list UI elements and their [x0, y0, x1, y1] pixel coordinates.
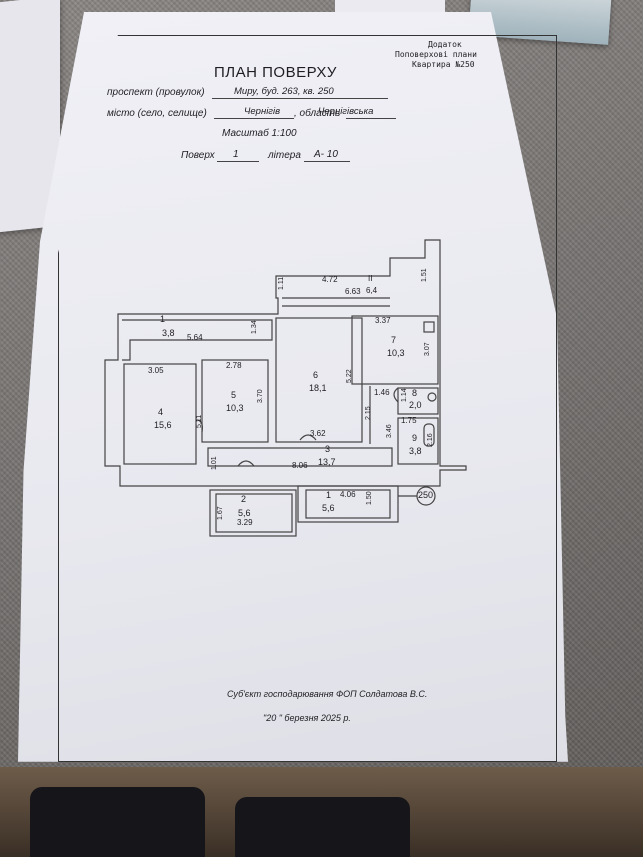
room-6-area: 18,1 [309, 383, 327, 393]
background-paper-top [335, 0, 445, 12]
room-8-area: 2,0 [409, 400, 422, 410]
room-ii-area: 6,4 [366, 286, 378, 295]
dim-4-06: 4.06 [340, 490, 356, 499]
dim-3-05: 3.05 [148, 366, 164, 375]
dark-fabric-2 [235, 797, 410, 857]
city-value: Чернігів [244, 106, 281, 117]
room-2-number: 2 [241, 494, 247, 504]
dim-1-51: 1.51 [421, 268, 428, 282]
city-label: місто (село, селище) [107, 108, 207, 119]
room-7-area: 10,3 [387, 348, 405, 358]
room-5-area: 10,3 [226, 403, 244, 413]
annex-line-2: Поповерхові плани [395, 50, 477, 59]
dim-5-22: 5.22 [346, 369, 353, 383]
room-ii-number: II [368, 274, 373, 283]
room-2-area: 5,6 [238, 508, 251, 518]
dim-1-34: 1.34 [251, 320, 258, 334]
room-9-area: 3,8 [409, 446, 422, 456]
annex-line-1: Додаток [428, 40, 462, 49]
floor-label: Поверх [181, 150, 215, 161]
scale-label: Масштаб 1:100 [222, 128, 297, 139]
city-underline [214, 118, 294, 119]
dark-fabric [30, 787, 205, 857]
dim-1-46: 1.46 [374, 388, 390, 397]
letter-underline [304, 161, 350, 162]
letter-label: літера [268, 150, 301, 161]
dim-3-37: 3.37 [375, 316, 391, 325]
dim-2-16: 2.16 [427, 433, 434, 447]
room-4-number: 4 [158, 407, 164, 417]
dim-3-46: 3.46 [386, 424, 393, 438]
dim-3-29: 3.29 [237, 518, 253, 527]
room-1-top-number: 1 [160, 314, 166, 324]
dim-1-01: 1.01 [211, 456, 218, 470]
dim-3-70: 3.70 [257, 389, 264, 403]
room-5-number: 5 [231, 390, 237, 400]
room-6-number: 6 [313, 370, 319, 380]
annex-line-3: Квартира №250 [412, 60, 475, 69]
room-7-number: 7 [391, 335, 397, 345]
floor-value: 1 [233, 149, 239, 160]
footer-subject: Суб'єкт господарювання ФОП Солдатова В.С… [227, 689, 428, 699]
dim-1-67: 1.67 [217, 506, 224, 520]
floor-plan-sheet [18, 12, 568, 762]
street-label: проспект (провулок) [107, 87, 205, 98]
dim-2-15: 2.15 [365, 406, 372, 420]
dim-8-06: 8.06 [292, 461, 308, 470]
street-underline [212, 98, 388, 99]
dim-1-75: 1.75 [401, 416, 417, 425]
letter-value: А- 10 [314, 149, 338, 160]
room-4-area: 15,6 [154, 420, 172, 430]
page-title: ПЛАН ПОВЕРХУ [214, 64, 337, 81]
dim-1-50: 1.50 [366, 491, 373, 505]
room-9-number: 9 [412, 433, 418, 443]
floor-underline [217, 161, 259, 162]
dim-4-72: 4.72 [322, 275, 338, 284]
dim-1-14: 1.14 [401, 388, 408, 402]
dim-2-78: 2.78 [226, 361, 242, 370]
oblast-value: Чернігівська [318, 106, 374, 117]
dim-3-07: 3.07 [424, 342, 431, 356]
room-1-top-area: 3,8 [162, 328, 175, 338]
street-value: Миру, буд. 263, кв. 250 [234, 86, 334, 97]
oblast-label: , область [294, 108, 341, 119]
room-8-number: 8 [412, 388, 418, 398]
dim-3-62: 3.62 [310, 429, 326, 438]
apartment-badge: 250 [418, 490, 434, 500]
room-1-bottom-number: 1 [326, 490, 332, 500]
oblast-underline [346, 118, 396, 119]
dim-1-11: 1.11 [278, 276, 285, 290]
footer-date: "20 " березня 2025 р. [263, 713, 351, 723]
dim-5-64: 5.64 [187, 333, 203, 342]
dim-5-11: 5.11 [196, 414, 203, 428]
room-1-bottom-area: 5,6 [322, 503, 335, 513]
room-3-number: 3 [325, 444, 331, 454]
dim-6-63: 6.63 [345, 287, 361, 296]
room-3-area: 13,7 [318, 457, 336, 467]
